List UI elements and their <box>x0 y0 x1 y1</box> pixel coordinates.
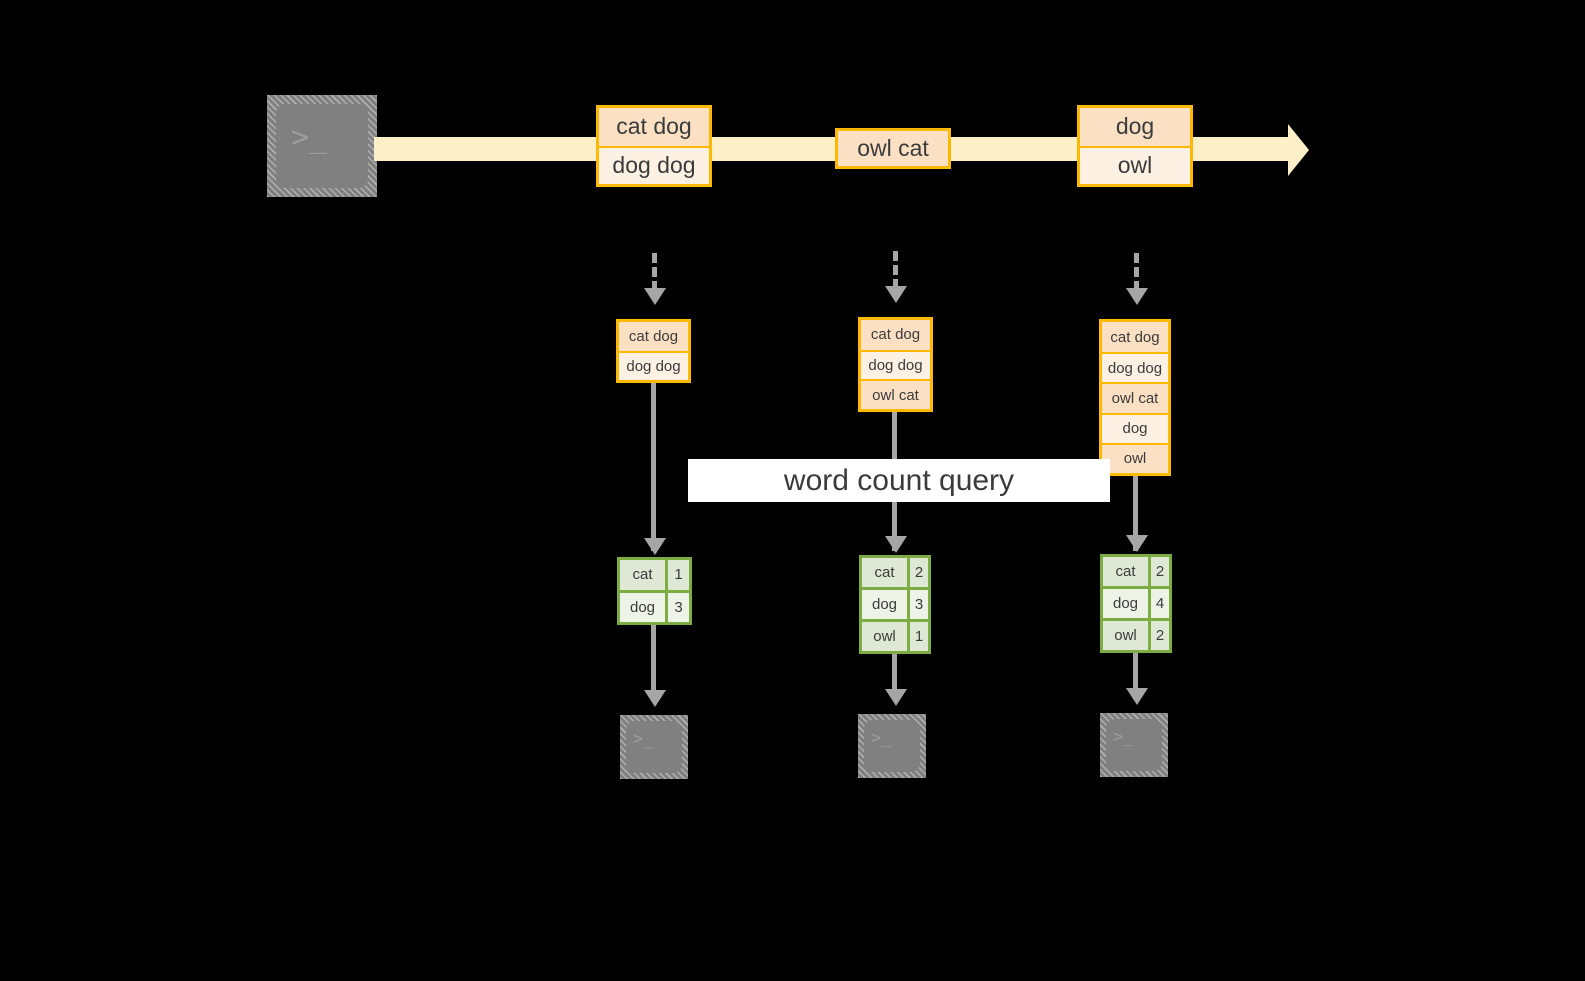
sink-connector-1-arrowhead <box>644 690 666 707</box>
stream-batch-3-line-1: dog <box>1080 108 1190 146</box>
result-table-2-row-2-word: dog <box>871 596 898 613</box>
accumulated-state-1-line-2: dog dog <box>619 350 688 380</box>
terminal-screen <box>1106 719 1162 771</box>
result-table-2-row-3-word: owl <box>873 628 896 645</box>
stream-batch-3: dog owl <box>1077 105 1193 187</box>
query-connector-3-line <box>1133 476 1138 551</box>
sink-connector-2-line <box>892 654 897 700</box>
input-stream-arrowhead <box>1288 124 1309 176</box>
result-table-1-row-2-count: 3 <box>665 592 689 622</box>
stream-batch-1: cat dog dog dog <box>596 105 712 187</box>
sink-connector-3-line <box>1133 653 1138 699</box>
result-table-2-row-1: cat 2 <box>862 558 928 587</box>
accumulated-state-1-line-1: cat dog <box>619 322 688 351</box>
sink-connector-2-arrowhead <box>885 689 907 706</box>
accumulated-state-3: cat dog dog dog owl cat dog owl <box>1099 319 1171 476</box>
result-table-2-row-3: owl 1 <box>862 619 928 651</box>
result-table-3-row-3: owl 2 <box>1103 618 1169 650</box>
accumulated-state-2-line-2: dog dog <box>861 349 930 380</box>
accumulated-state-3-line-4: dog <box>1102 412 1168 443</box>
sink-terminal-icon-1: >_ <box>620 715 688 779</box>
trigger-3-dashed-line <box>1134 253 1139 291</box>
stream-batch-1-line-2: dog dog <box>599 145 709 184</box>
sink-connector-3-arrowhead <box>1126 688 1148 705</box>
result-table-3-row-3-word: owl <box>1114 627 1137 644</box>
result-table-3-row-2-word: dog <box>1112 595 1139 612</box>
result-table-2-row-1-word: cat <box>874 564 895 581</box>
accumulated-state-3-line-2: dog dog <box>1102 352 1168 383</box>
terminal-prompt-glyph: >_ <box>871 728 892 748</box>
sink-connector-1-line <box>651 625 656 700</box>
result-table-3-row-1: cat 2 <box>1103 557 1169 586</box>
accumulated-state-2: cat dog dog dog owl cat <box>858 317 933 412</box>
stream-batch-2: owl cat <box>835 128 951 169</box>
stream-batch-2-line-1: owl cat <box>838 131 948 166</box>
result-table-3-row-2-count: 4 <box>1148 589 1169 618</box>
result-table-1-row-1: cat 1 <box>620 560 689 590</box>
result-table-1-row-2: dog 3 <box>620 589 689 622</box>
terminal-screen <box>864 720 920 772</box>
accumulated-state-3-line-3: owl cat <box>1102 382 1168 413</box>
source-terminal-icon: >_ <box>267 95 377 197</box>
terminal-prompt-glyph: >_ <box>1113 727 1134 747</box>
trigger-1-dashed-line <box>652 253 657 291</box>
result-table-2-row-2: dog 3 <box>862 587 928 619</box>
accumulated-state-3-line-5: owl <box>1102 442 1168 473</box>
accumulated-state-2-line-1: cat dog <box>861 320 930 350</box>
query-label-text: word count query <box>783 463 1015 497</box>
trigger-2-arrowhead <box>885 286 907 303</box>
terminal-screen <box>276 104 368 188</box>
stream-batch-1-line-1: cat dog <box>599 108 709 146</box>
terminal-prompt-glyph: >_ <box>291 120 328 155</box>
result-table-1-row-1-count: 1 <box>665 560 689 590</box>
accumulated-state-2-line-3: owl cat <box>861 379 930 410</box>
accumulated-state-1: cat dog dog dog <box>616 319 691 383</box>
terminal-prompt-glyph: >_ <box>633 729 654 749</box>
query-connector-1-arrowhead <box>644 538 666 555</box>
result-table-3-row-2: dog 4 <box>1103 586 1169 618</box>
terminal-screen <box>626 721 682 773</box>
query-label: word count query <box>688 459 1110 502</box>
result-table-3-row-1-count: 2 <box>1148 557 1169 586</box>
stream-batch-3-line-2: owl <box>1080 145 1190 184</box>
result-table-3-row-1-word: cat <box>1115 563 1136 580</box>
sink-terminal-icon-3: >_ <box>1100 713 1168 777</box>
sink-terminal-icon-2: >_ <box>858 714 926 778</box>
result-table-3-row-3-count: 2 <box>1148 621 1169 650</box>
result-table-2-row-3-count: 1 <box>907 622 928 651</box>
trigger-1-arrowhead <box>644 288 666 305</box>
trigger-2-dashed-line <box>893 251 898 289</box>
accumulated-state-3-line-1: cat dog <box>1102 322 1168 353</box>
query-connector-1-line <box>651 383 656 551</box>
result-table-2: cat 2 dog 3 owl 1 <box>859 555 931 654</box>
result-table-2-row-2-count: 3 <box>907 590 928 619</box>
query-connector-2-arrowhead <box>885 536 907 553</box>
query-connector-3-arrowhead <box>1126 535 1148 552</box>
result-table-1: cat 1 dog 3 <box>617 557 692 625</box>
result-table-1-row-2-word: dog <box>629 598 656 616</box>
result-table-1-row-1-word: cat <box>632 566 653 584</box>
result-table-2-row-1-count: 2 <box>907 558 928 587</box>
trigger-3-arrowhead <box>1126 288 1148 305</box>
result-table-3: cat 2 dog 4 owl 2 <box>1100 554 1172 653</box>
